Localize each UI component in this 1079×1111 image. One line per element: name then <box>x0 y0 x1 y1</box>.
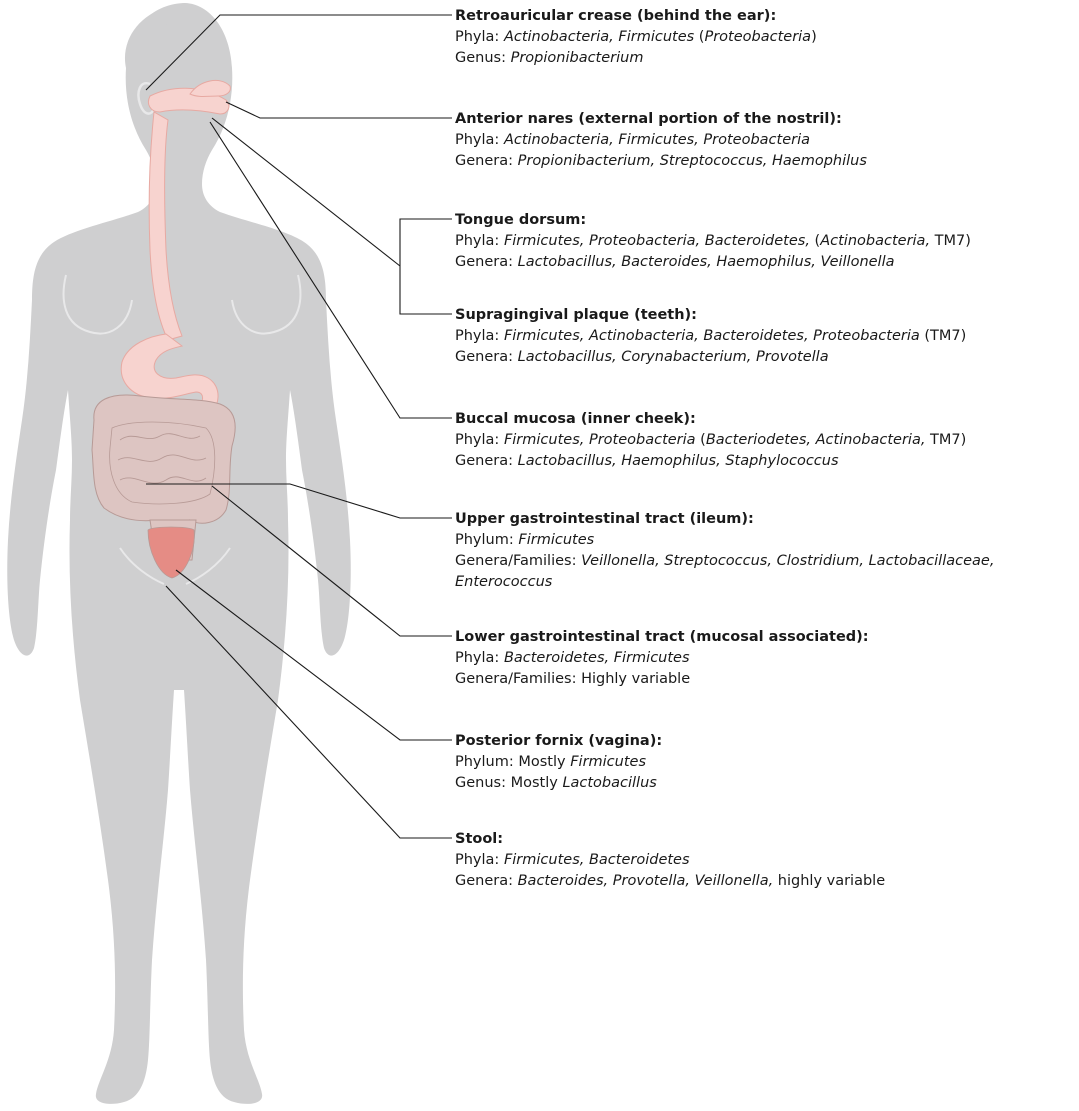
site-detail-line: Phylum: Mostly Firmicutes <box>455 752 1075 773</box>
detail-value: Firmicutes <box>570 754 646 770</box>
site-upper-gi: Upper gastrointestinal tract (ileum): Ph… <box>455 509 1075 593</box>
site-detail-line: Phyla: Firmicutes, Proteobacteria, Bacte… <box>455 231 1075 252</box>
site-detail-line: Genus: Propionibacterium <box>455 48 1075 69</box>
detail-label: Phyla: <box>455 328 504 344</box>
site-detail-line: Phyla: Firmicutes, Proteobacteria (Bacte… <box>455 430 1075 451</box>
detail-value: Lactobacillus <box>562 775 656 791</box>
site-title: Anterior nares (external portion of the … <box>455 109 1075 130</box>
small-intestine <box>110 422 215 504</box>
site-title: Retroauricular crease (behind the ear): <box>455 6 1075 27</box>
site-detail-line: Phyla: Firmicutes, Actinobacteria, Bacte… <box>455 326 1075 347</box>
detail-label: Genera: <box>455 254 518 270</box>
detail-value: Propionibacterium, Streptococcus, Haemop… <box>518 153 867 169</box>
site-supragingival-plaque: Supragingival plaque (teeth): Phyla: Fir… <box>455 305 1075 368</box>
detail-value: Mostly <box>518 754 570 770</box>
detail-value: ( <box>694 29 704 45</box>
detail-label: Phyla: <box>455 29 504 45</box>
detail-value: Proteobacteria <box>704 29 811 45</box>
detail-value: ( <box>810 233 820 249</box>
detail-value: Lactobacillus, Corynabacterium, Provotel… <box>518 349 829 365</box>
detail-value: Firmicutes, Proteobacteria <box>504 432 696 448</box>
detail-value: Mostly <box>511 775 563 791</box>
detail-value: Firmicutes, Bacteroidetes <box>504 852 690 868</box>
site-detail-line: Phyla: Actinobacteria, Firmicutes, Prote… <box>455 130 1075 151</box>
detail-label: Genera: <box>455 453 518 469</box>
detail-label: Phylum: <box>455 532 518 548</box>
detail-value: Actinobacteria, Firmicutes, Proteobacter… <box>504 132 810 148</box>
detail-label: Genera: <box>455 153 518 169</box>
detail-value: Bacteriodetes, Actinobacteria, <box>706 432 926 448</box>
site-detail-line: Genera: Bacteroides, Provotella, Veillon… <box>455 871 1075 892</box>
detail-label: Genus: <box>455 775 511 791</box>
detail-label: Phyla: <box>455 233 504 249</box>
detail-value: TM7) <box>930 233 971 249</box>
site-detail-line: Genera: Lactobacillus, Haemophilus, Stap… <box>455 451 1075 472</box>
site-buccal-mucosa: Buccal mucosa (inner cheek): Phyla: Firm… <box>455 409 1075 472</box>
detail-value: Firmicutes, Actinobacteria, Bacteroidete… <box>504 328 920 344</box>
detail-label: Phyla: <box>455 852 504 868</box>
site-detail-line: Phylum: Firmicutes <box>455 530 1075 551</box>
site-detail-line: Genera/Families: Veillonella, Streptococ… <box>455 551 1075 593</box>
detail-value: Highly variable <box>581 671 690 687</box>
detail-label: Genera: <box>455 349 518 365</box>
detail-value: Actinobacteria, Firmicutes <box>504 29 694 45</box>
site-tongue-dorsum: Tongue dorsum: Phyla: Firmicutes, Proteo… <box>455 210 1075 273</box>
site-title: Lower gastrointestinal tract (mucosal as… <box>455 627 1075 648</box>
detail-label: Genus: <box>455 50 511 66</box>
detail-value: ( <box>696 432 706 448</box>
detail-value: ) <box>811 29 817 45</box>
site-detail-line: Phyla: Actinobacteria, Firmicutes (Prote… <box>455 27 1075 48</box>
leader-anterior-nares <box>226 102 452 118</box>
detail-label: Phyla: <box>455 132 504 148</box>
detail-value: Actinobacteria, <box>820 233 930 249</box>
site-title: Supragingival plaque (teeth): <box>455 305 1075 326</box>
detail-value: TM7) <box>925 432 966 448</box>
site-posterior-fornix: Posterior fornix (vagina): Phylum: Mostl… <box>455 731 1075 794</box>
site-detail-line: Phyla: Bacteroidetes, Firmicutes <box>455 648 1075 669</box>
detail-label: Phyla: <box>455 650 504 666</box>
site-detail-line: Genera: Lactobacillus, Bacteroides, Haem… <box>455 252 1075 273</box>
site-retroauricular: Retroauricular crease (behind the ear): … <box>455 6 1075 69</box>
site-lower-gi: Lower gastrointestinal tract (mucosal as… <box>455 627 1075 690</box>
detail-value: Bacteroidetes, Firmicutes <box>504 650 690 666</box>
site-title: Stool: <box>455 829 1075 850</box>
detail-value: Bacteroides, Provotella, Veillonella, <box>518 873 774 889</box>
site-title: Buccal mucosa (inner cheek): <box>455 409 1075 430</box>
site-detail-line: Genera: Propionibacterium, Streptococcus… <box>455 151 1075 172</box>
detail-value: Firmicutes <box>518 532 594 548</box>
site-title: Posterior fornix (vagina): <box>455 731 1075 752</box>
leader-tongue-bracket <box>400 219 452 314</box>
site-detail-line: Genus: Mostly Lactobacillus <box>455 773 1075 794</box>
site-anterior-nares: Anterior nares (external portion of the … <box>455 109 1075 172</box>
detail-label: Genera: <box>455 873 518 889</box>
detail-value: (TM7) <box>920 328 967 344</box>
detail-label: Phylum: <box>455 754 518 770</box>
site-detail-line: Genera: Lactobacillus, Corynabacterium, … <box>455 347 1075 368</box>
detail-value: Propionibacterium <box>511 50 644 66</box>
detail-label: Genera/Families: <box>455 553 581 569</box>
detail-value: highly variable <box>773 873 885 889</box>
detail-value: Lactobacillus, Bacteroides, Haemophilus,… <box>518 254 895 270</box>
detail-label: Genera/Families: <box>455 671 581 687</box>
detail-value: Firmicutes, Proteobacteria, Bacteroidete… <box>504 233 810 249</box>
site-title: Upper gastrointestinal tract (ileum): <box>455 509 1075 530</box>
detail-label: Phyla: <box>455 432 504 448</box>
site-detail-line: Phyla: Firmicutes, Bacteroidetes <box>455 850 1075 871</box>
site-detail-line: Genera/Families: Highly variable <box>455 669 1075 690</box>
site-title: Tongue dorsum: <box>455 210 1075 231</box>
detail-value: Lactobacillus, Haemophilus, Staphylococc… <box>518 453 839 469</box>
